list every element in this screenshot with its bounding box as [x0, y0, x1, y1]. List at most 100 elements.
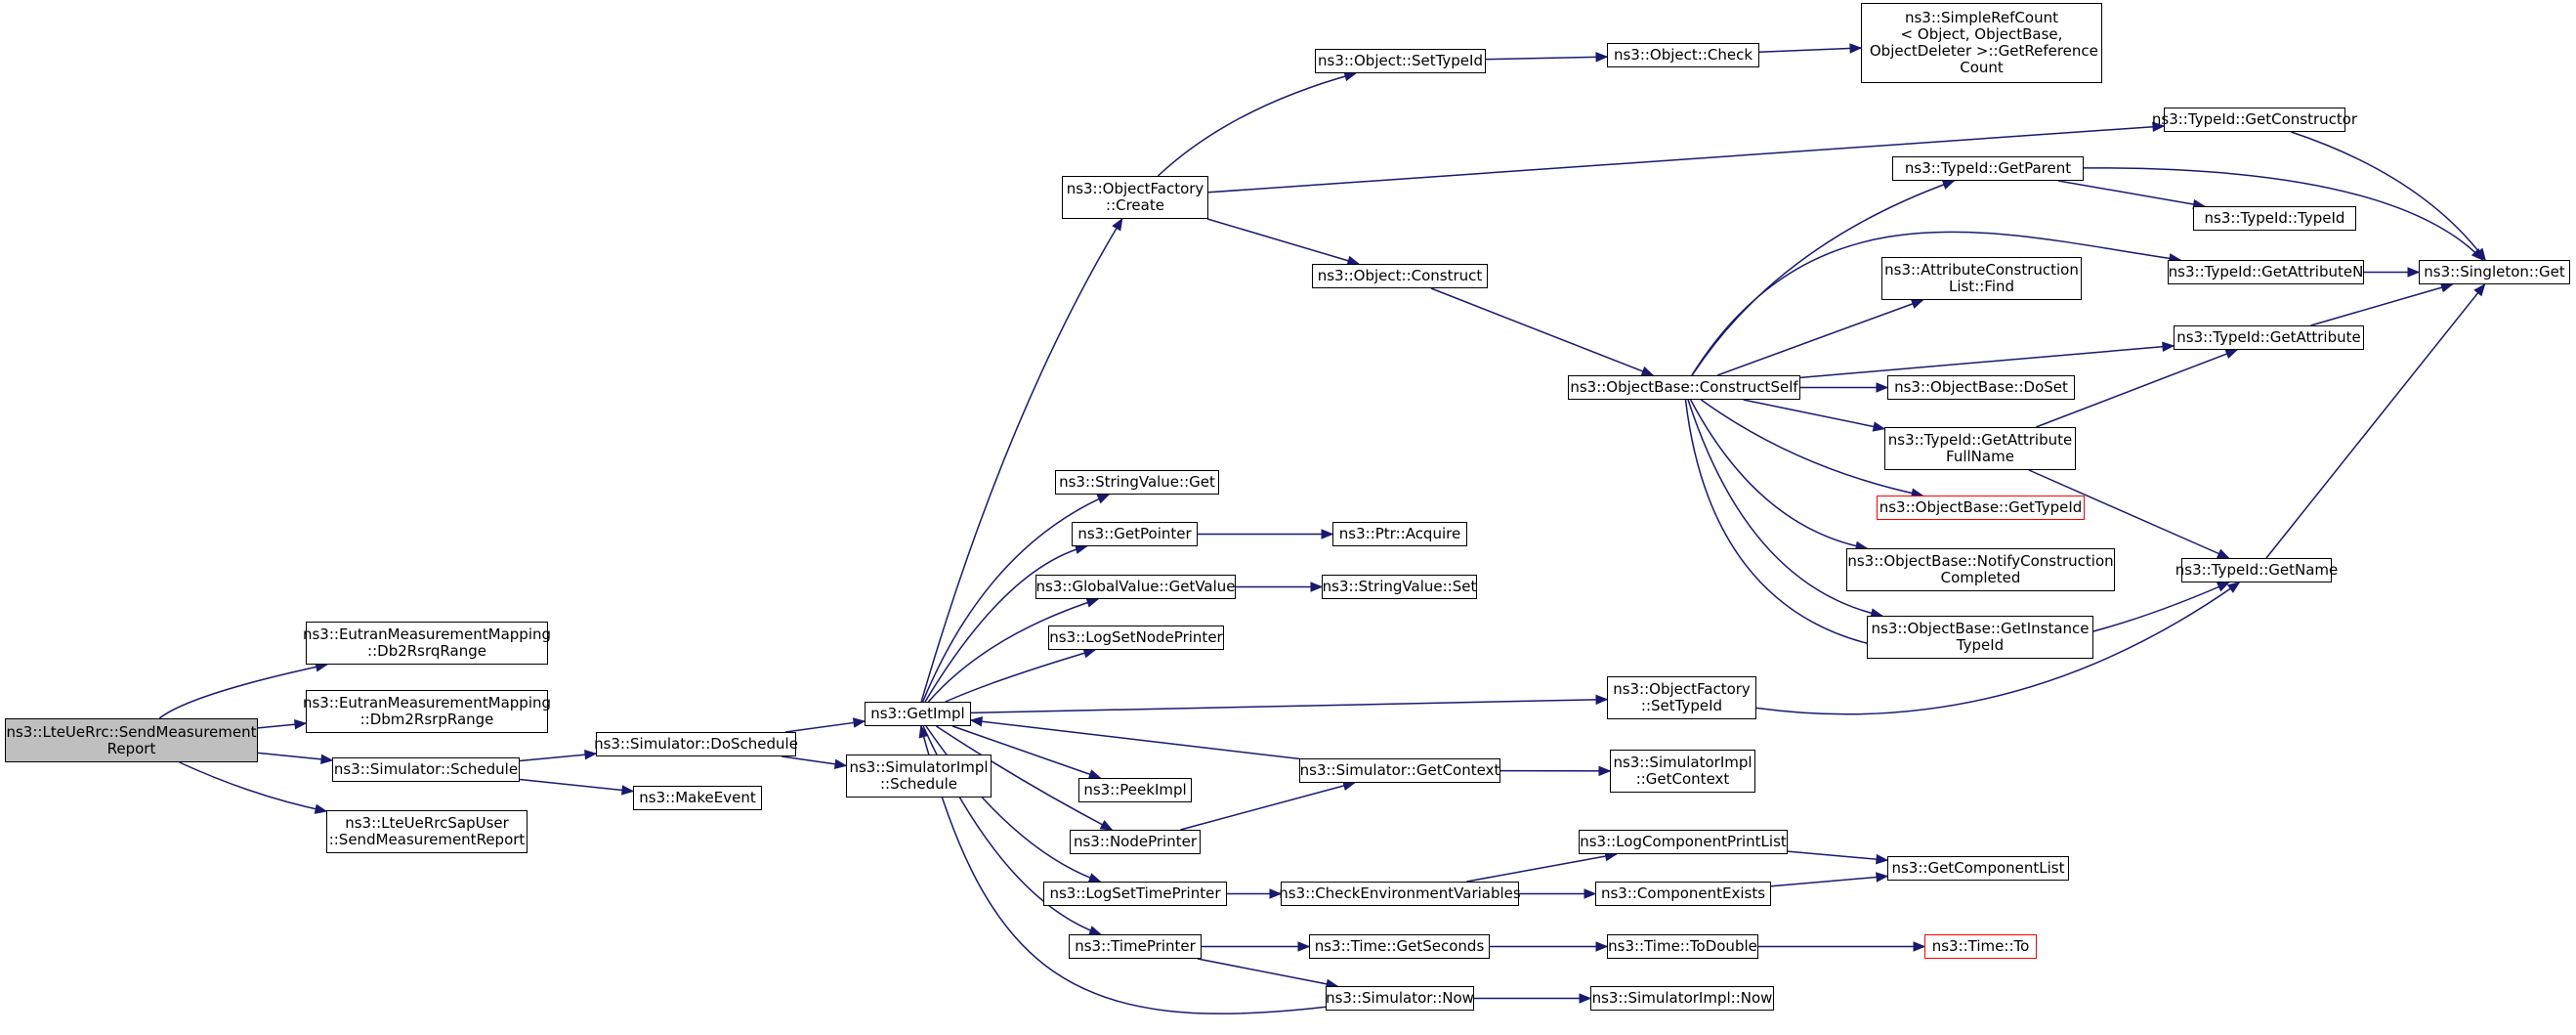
- arrowhead: [1941, 179, 1956, 190]
- node-simimpl-getcontext[interactable]: ns3::SimulatorImpl ::GetContext: [1610, 750, 1755, 793]
- node-checkenv[interactable]: ns3::CheckEnvironmentVariables: [1279, 882, 1521, 906]
- arrowhead: [969, 716, 984, 727]
- edge-constructself-to-typeid-getattribute: [1799, 345, 2175, 379]
- arrowhead: [314, 803, 328, 814]
- node-sim-getcontext[interactable]: ns3::Simulator::GetContext: [1299, 758, 1500, 783]
- node-typeid-typeid[interactable]: ns3::TypeId::TypeId: [2193, 206, 2356, 231]
- node-ptr-acquire[interactable]: ns3::Ptr::Acquire: [1332, 522, 1467, 546]
- arrowhead: [2152, 121, 2166, 132]
- arrowhead: [1876, 872, 1889, 883]
- arrowhead: [294, 718, 308, 730]
- node-simplerefcount[interactable]: ns3::SimpleRefCount < Object, ObjectBase…: [1861, 3, 2102, 83]
- arrowhead: [1085, 597, 1100, 608]
- edge-root-to-sapuser: [179, 761, 327, 812]
- edge-constructself-to-typeid-getname: [1684, 399, 2229, 654]
- node-typeid-getparent[interactable]: ns3::TypeId::GetParent: [1892, 156, 2084, 181]
- edge-root-to-db2rsrq: [158, 664, 327, 719]
- node-objectbase-gettypeid[interactable]: ns3::ObjectBase::GetTypeId: [1877, 496, 2085, 520]
- edge-objfactory-create-to-typeid-getconstructor: [1207, 125, 2165, 194]
- edge-getimpl-to-stringvalue-get: [921, 494, 1110, 703]
- edge-getimpl-to-logsetnodeprinter: [945, 649, 1096, 703]
- node-object-settypeid[interactable]: ns3::Object::SetTypeId: [1315, 49, 1486, 73]
- node-attrconstructionlist-find[interactable]: ns3::AttributeConstruction List::Find: [1881, 257, 2082, 300]
- node-sim-now[interactable]: ns3::Simulator::Now: [1326, 986, 1474, 1011]
- node-time-getseconds[interactable]: ns3::Time::GetSeconds: [1309, 934, 1490, 959]
- node-dbm2rsrp[interactable]: ns3::EutranMeasurementMapping ::Dbm2Rsrp…: [303, 690, 551, 733]
- arrowhead: [1321, 529, 1334, 539]
- edge-objfactory-create-to-object-construct: [1206, 218, 1360, 265]
- node-stringvalue-set[interactable]: ns3::StringValue::Set: [1322, 575, 1477, 599]
- node-constructself[interactable]: ns3::ObjectBase::ConstructSelf: [1568, 375, 1800, 400]
- node-object-construct[interactable]: ns3::Object::Construct: [1312, 264, 1488, 288]
- edge-typeid-getparent-to-typeid-typeid: [2057, 180, 2205, 207]
- edge-typeid-getconstructor-to-singleton-get: [2291, 131, 2486, 261]
- edge-constructself-to-getinstancetypeid: [1687, 399, 1882, 617]
- node-sapuser[interactable]: ns3::LteUeRrcSapUser ::SendMeasurementRe…: [326, 810, 528, 853]
- node-typeid-getconstructor[interactable]: ns3::TypeId::GetConstructor: [2152, 108, 2357, 132]
- node-sim-schedule[interactable]: ns3::Simulator::Schedule: [332, 757, 520, 782]
- node-objfactory-settypeid[interactable]: ns3::ObjectFactory ::SetTypeId: [1607, 676, 1756, 719]
- node-singleton-get[interactable]: ns3::Singleton::Get: [2419, 260, 2570, 284]
- node-stringvalue-get[interactable]: ns3::StringValue::Get: [1055, 470, 1219, 495]
- node-simimpl-schedule[interactable]: ns3::SimulatorImpl ::Schedule: [846, 755, 992, 798]
- edge-objfactory-settypeid-to-typeid-getname: [1755, 582, 2240, 715]
- node-getimpl[interactable]: ns3::GetImpl: [865, 702, 971, 726]
- arrowhead: [1595, 941, 1609, 952]
- node-componentexists[interactable]: ns3::ComponentExists: [1595, 882, 1771, 906]
- edge-typeid-getattribute-to-singleton-get: [2310, 283, 2453, 326]
- edge-sim-getcontext-to-getimpl: [970, 719, 1300, 760]
- node-logsetnodeprinter[interactable]: ns3::LogSetNodePrinter: [1048, 625, 1224, 650]
- edge-getimpl-to-logsettimeprinter: [925, 725, 1101, 883]
- arrowhead: [1595, 52, 1609, 63]
- node-simimpl-now[interactable]: ns3::SimulatorImpl::Now: [1590, 986, 1774, 1011]
- edge-constructself-to-notifyconstructioncompleted: [1689, 399, 1868, 549]
- node-timeprinter[interactable]: ns3::TimePrinter: [1069, 934, 1202, 959]
- arrowhead: [1640, 366, 1655, 376]
- arrowhead: [1876, 853, 1889, 865]
- node-getpointer[interactable]: ns3::GetPointer: [1072, 522, 1198, 546]
- arrowhead: [1910, 299, 1924, 309]
- arrowhead: [2224, 349, 2239, 360]
- node-peekimpl[interactable]: ns3::PeekImpl: [1078, 778, 1192, 802]
- arrowhead: [833, 758, 848, 769]
- arrowhead: [2439, 282, 2454, 293]
- node-getcomponentlist[interactable]: ns3::GetComponentList: [1887, 856, 2069, 881]
- edge-getimpl-to-getpointer: [924, 545, 1087, 703]
- node-nodeprinter[interactable]: ns3::NodePrinter: [1070, 830, 1201, 854]
- node-objfactory-create[interactable]: ns3::ObjectFactory ::Create: [1062, 176, 1208, 219]
- edge-nodeprinter-to-sim-getcontext: [1180, 782, 1355, 831]
- node-objectbase-doset[interactable]: ns3::ObjectBase::DoSet: [1887, 375, 2075, 400]
- arrowhead: [320, 754, 334, 765]
- arrowhead: [852, 717, 866, 728]
- node-makeevent[interactable]: ns3::MakeEvent: [633, 786, 762, 810]
- node-logcomponentprintlist[interactable]: ns3::LogComponentPrintList: [1579, 830, 1788, 854]
- edge-getimpl-to-peekimpl: [951, 725, 1101, 779]
- node-time-todouble[interactable]: ns3::Time::ToDouble: [1607, 934, 1758, 959]
- edge-typeid-getattributefullname-to-typeid-getattribute: [2036, 349, 2238, 428]
- edge-sim-schedule-to-makeevent: [519, 778, 634, 793]
- call-edges: [158, 43, 2486, 1014]
- arrowhead: [1099, 820, 1114, 831]
- edge-sim-now-to-getimpl: [920, 725, 1327, 1014]
- edge-root-to-sim-schedule: [257, 752, 333, 761]
- node-getinstancetypeid[interactable]: ns3::ObjectBase::GetInstance TypeId: [1867, 616, 2093, 659]
- node-time-to[interactable]: ns3::Time::To: [1924, 934, 2037, 959]
- node-db2rsrq[interactable]: ns3::EutranMeasurementMapping ::Db2RsrqR…: [303, 622, 551, 665]
- edge-object-settypeid-to-object-check: [1485, 56, 1608, 61]
- node-object-check[interactable]: ns3::Object::Check: [1607, 43, 1759, 67]
- node-globalvalue-getvalue[interactable]: ns3::GlobalValue::GetValue: [1035, 575, 1236, 599]
- node-doschedule[interactable]: ns3::Simulator::DoSchedule: [594, 732, 798, 756]
- node-typeid-getattributefullname[interactable]: ns3::TypeId::GetAttribute FullName: [1884, 427, 2076, 470]
- arrowhead: [2216, 582, 2230, 592]
- arrowhead: [1096, 494, 1111, 504]
- node-typeid-getname[interactable]: ns3::TypeId::GetName: [2175, 558, 2338, 582]
- node-typeid-getattributen[interactable]: ns3::TypeId::GetAttributeN: [2168, 260, 2364, 284]
- arrowhead: [1872, 421, 1886, 432]
- arrowhead: [1297, 941, 1311, 952]
- node-logsettimeprinter[interactable]: ns3::LogSetTimePrinter: [1043, 882, 1227, 906]
- arrowhead: [2216, 548, 2230, 559]
- arrowhead: [621, 785, 635, 796]
- node-notifyconstructioncompleted[interactable]: ns3::ObjectBase::NotifyConstruction Comp…: [1846, 548, 2115, 591]
- node-typeid-getattribute[interactable]: ns3::TypeId::GetAttribute: [2174, 325, 2364, 350]
